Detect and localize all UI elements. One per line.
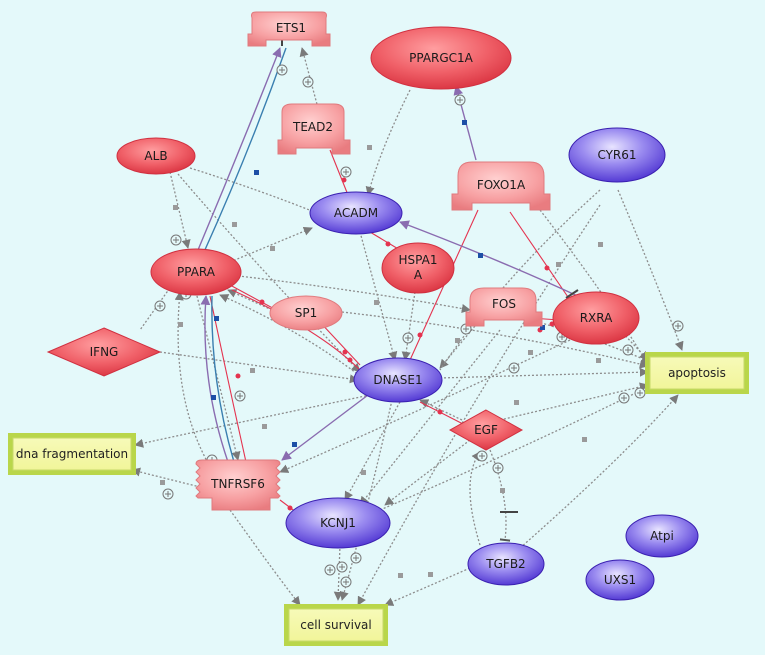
node-apoptosis[interactable]: apoptosis xyxy=(645,352,749,394)
edge-egf-apoptosis xyxy=(499,382,649,421)
edge-alb-ppara xyxy=(169,171,191,249)
edge-rxra-acadm xyxy=(399,220,583,299)
edge-tnfrsf6-ppara xyxy=(174,291,213,471)
label-tgfb2: TGFB2 xyxy=(485,557,525,571)
label-sp1: SP1 xyxy=(295,306,318,320)
edge-acadm-hspa1a xyxy=(369,231,401,251)
edges xyxy=(131,36,684,606)
edge-cyr61-apoptosis xyxy=(617,189,684,351)
edge-tnfrsf6-ppara-b xyxy=(211,295,235,463)
node-ifng[interactable]: IFNG xyxy=(46,327,162,377)
edge-ppara-tnfrsf6 xyxy=(195,291,241,461)
label-atpi: Atpi xyxy=(650,529,674,543)
node-uxs1[interactable]: UXS1 xyxy=(585,559,655,601)
node-foxo1a[interactable]: FOXO1A xyxy=(451,161,551,211)
edge-kcnj1-apoptosis xyxy=(379,384,653,511)
node-cell-survival[interactable]: cell survival xyxy=(284,604,388,646)
node-egf[interactable]: EGF xyxy=(448,409,524,451)
edge-ppara-ets1-b xyxy=(203,47,287,253)
label-alb: ALB xyxy=(144,149,167,163)
edge-rxra-apoptosis xyxy=(619,329,649,361)
label-apoptosis: apoptosis xyxy=(668,366,726,380)
label-egf: EGF xyxy=(474,423,498,437)
label-ets1: ETS1 xyxy=(276,21,306,35)
edge-dnase1-cellsurvival xyxy=(339,399,393,601)
node-dnase1[interactable]: DNASE1 xyxy=(353,357,443,403)
label-hspa1a-line2: A xyxy=(414,268,423,282)
node-cyr61[interactable]: CYR61 xyxy=(568,127,666,183)
label-uxs1: UXS1 xyxy=(604,573,636,587)
edge-hspa1a-dnase1 xyxy=(401,291,416,361)
edge-cyr61-dnase1 xyxy=(439,189,601,371)
node-ppargc1a[interactable]: PPARGC1A xyxy=(370,26,512,90)
edge-dnase1-dnafrag xyxy=(134,394,371,448)
node-tead2[interactable]: TEAD2 xyxy=(277,103,351,155)
edge-tgfb2-apoptosis xyxy=(519,394,679,549)
edge-dnase1-kcnj1 xyxy=(344,401,401,501)
node-dna-fragmentation[interactable]: dna fragmentation xyxy=(8,433,136,475)
edge-tgfb2-egf xyxy=(469,451,481,546)
label-cyr61: CYR61 xyxy=(597,148,636,162)
edge-ppargc1a-acadm xyxy=(365,89,411,196)
node-acadm[interactable]: ACADM xyxy=(309,191,403,235)
edge-dnase1-apoptosis xyxy=(439,367,649,379)
node-hspa1a[interactable]: HSPA1 A xyxy=(381,242,455,294)
node-rxra[interactable]: RXRA xyxy=(552,291,640,345)
edge-tnfrsf6-ppara-a xyxy=(200,295,229,463)
label-ifng: IFNG xyxy=(90,345,119,359)
edge-ppara-ets1-a xyxy=(197,47,282,251)
label-foxo1a: FOXO1A xyxy=(477,178,526,192)
edge-egf-kcnj1 xyxy=(384,439,471,506)
label-rxra: RXRA xyxy=(580,311,613,325)
edge-dnase1-tnfrsf6 xyxy=(281,391,373,461)
edge-fos-dnase1 xyxy=(439,319,481,369)
edge-egf-tgfb2 xyxy=(489,449,511,542)
label-kcnj1: KCNJ1 xyxy=(320,516,356,530)
node-sp1[interactable]: SP1 xyxy=(269,295,343,331)
edge-rxra-tnfrsf6 xyxy=(279,339,571,473)
label-tnfrsf6: TNFRSF6 xyxy=(210,477,265,491)
node-ppara[interactable]: PPARA xyxy=(150,248,242,296)
edge-foxo1a-rxra xyxy=(509,211,571,301)
label-acadm: ACADM xyxy=(334,206,378,220)
edge-ppara-fos xyxy=(229,274,471,314)
node-tgfb2[interactable]: TGFB2 xyxy=(467,542,545,586)
label-ppargc1a: PPARGC1A xyxy=(409,51,474,65)
edge-ppara-acadm xyxy=(229,226,313,263)
label-hspa1a-line1: HSPA1 xyxy=(399,253,438,267)
edge-tgfb2-cellsurvival xyxy=(384,567,471,606)
label-tead2: TEAD2 xyxy=(292,120,333,134)
edge-ifng-dnase1 xyxy=(159,351,359,384)
edge-tead2-acadm xyxy=(329,149,351,201)
label-cell-survival: cell survival xyxy=(300,618,371,632)
edge-sp1-apoptosis xyxy=(341,311,649,369)
edge-tnfrsf6-cellsurvival xyxy=(229,509,301,606)
label-ppara: PPARA xyxy=(177,265,216,279)
edge-dnase1-ppara xyxy=(219,294,361,377)
node-alb[interactable]: ALB xyxy=(116,137,196,175)
node-kcnj1[interactable]: KCNJ1 xyxy=(285,497,391,549)
node-atpi[interactable]: Atpi xyxy=(625,514,699,558)
edge-sp1-ppara xyxy=(227,289,273,311)
edge-dnase1-egf xyxy=(419,401,466,426)
label-dnase1: DNASE1 xyxy=(373,373,422,387)
edge-alb-dnase1 xyxy=(177,173,361,373)
node-ets1[interactable]: ETS1 xyxy=(247,11,331,47)
node-fos[interactable]: FOS xyxy=(465,287,543,327)
edge-ppara-ifng xyxy=(139,284,173,331)
label-dna-fragmentation: dna fragmentation xyxy=(16,447,128,461)
label-fos: FOS xyxy=(492,297,516,311)
node-tnfrsf6[interactable]: TNFRSF6 xyxy=(195,459,281,511)
edge-kcnj1-cellsurvival xyxy=(333,544,343,601)
edge-alb-acadm xyxy=(189,167,323,216)
edge-fos-kcnj1 xyxy=(359,329,501,506)
